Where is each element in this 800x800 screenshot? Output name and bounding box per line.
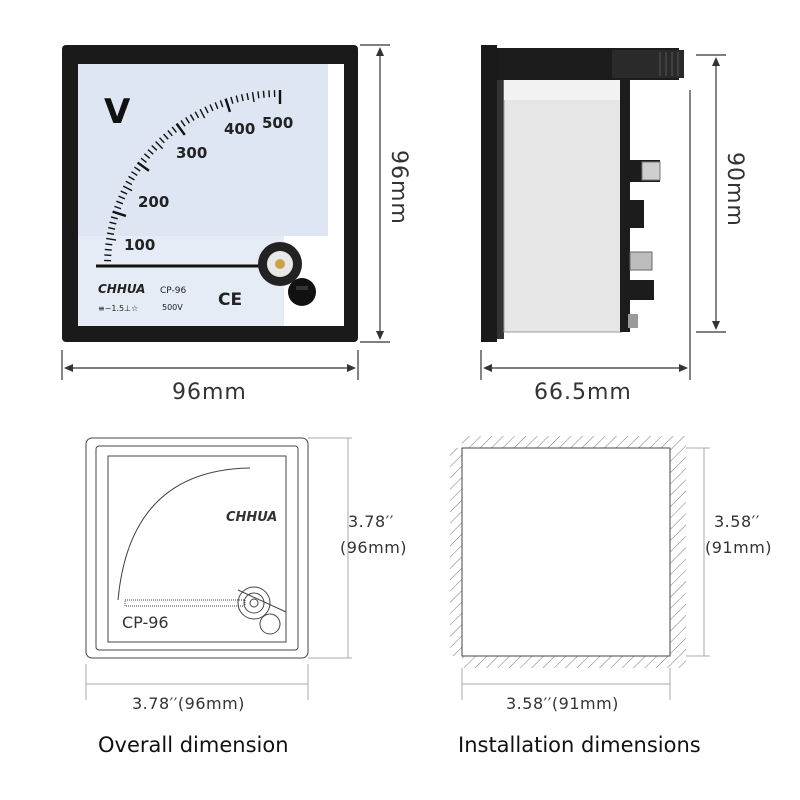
scale-tick (246, 92, 250, 101)
installation-dimension-caption: Installation dimensions (458, 733, 701, 757)
scale-tick (105, 243, 113, 246)
scale-tick (143, 153, 151, 159)
overall-dimension-drawing (85, 437, 352, 700)
scale-tick (120, 190, 128, 195)
scale-tick (163, 133, 169, 140)
front-height-dimension: 96mm (386, 150, 411, 225)
installation-cutout-drawing (450, 436, 710, 700)
scale-tick (155, 141, 164, 150)
scale-tick (125, 180, 133, 186)
side-depth-dimension: 66.5mm (534, 380, 632, 405)
install-height-mm: (91mm) (705, 538, 773, 557)
scale-label-400: 400 (224, 120, 256, 138)
scale-tick (147, 149, 154, 155)
scale-tick (262, 90, 265, 98)
scale-tick (224, 98, 232, 113)
scale-tick (131, 171, 138, 177)
scale-tick (106, 237, 117, 241)
meter-side-view (481, 45, 684, 342)
scale-tick (257, 91, 260, 99)
scale-label-100: 100 (124, 236, 156, 254)
scale-tick (235, 95, 239, 103)
scale-tick (104, 248, 112, 251)
drawing-model-label: CP-96 (122, 613, 169, 632)
install-height-inches: 3.58′′ (714, 512, 760, 531)
scale-tick (109, 221, 117, 225)
meter-front-view (62, 45, 358, 342)
scale-label-200: 200 (138, 193, 170, 211)
scale-tick (112, 210, 127, 218)
scale-tick (106, 232, 115, 236)
scale-tick (136, 161, 150, 172)
side-height-dimension: 90mm (722, 152, 747, 227)
ce-mark: CE (218, 290, 243, 310)
scale-tick (230, 96, 234, 104)
overall-height-inches: 3.78′′ (348, 512, 394, 531)
scale-label-300: 300 (176, 144, 208, 162)
scale-tick (114, 205, 122, 210)
scale-tick (110, 216, 118, 220)
scale-tick (108, 226, 116, 230)
scale-tick (118, 195, 126, 200)
scale-tick (122, 185, 133, 192)
scale-tick (251, 92, 255, 103)
scale-tick (167, 129, 173, 137)
scale-tick (175, 122, 186, 136)
front-width-dimension: 96mm (172, 380, 247, 405)
scale-tick (240, 94, 244, 102)
scale-tick (140, 157, 147, 163)
scale-tick (204, 106, 209, 114)
drawing-brand-logo: CHHUA (226, 510, 278, 525)
side-dimension-lines (480, 54, 726, 380)
scale-tick (180, 120, 186, 127)
scale-tick (128, 175, 135, 181)
scale-tick (185, 117, 191, 124)
scale-tick (159, 137, 165, 144)
unit-label: V (104, 92, 131, 132)
model-label: CP-96 (160, 286, 187, 296)
scale-tick (189, 114, 195, 121)
scale-tick (194, 111, 200, 119)
scale-tick (151, 145, 158, 151)
overall-width-dimension: 3.78′′(96mm) (132, 694, 245, 713)
scale-tick (219, 100, 224, 108)
scale-label-500: 500 (262, 114, 294, 132)
scale-tick (214, 102, 219, 110)
scale-tick (116, 200, 124, 205)
brand-logo: CHHUA (98, 282, 146, 296)
accuracy-symbols: ≡~1.5⊥☆ (98, 304, 139, 313)
scale-tick (134, 166, 141, 172)
voltage-label: 500V (162, 303, 183, 312)
scale-tick (209, 104, 214, 112)
front-dimension-lines (61, 44, 390, 380)
overall-dimension-caption: Overall dimension (98, 733, 289, 757)
install-width-dimension: 3.58′′(91mm) (506, 694, 619, 713)
overall-height-mm: (96mm) (340, 538, 408, 557)
scale-tick (171, 126, 177, 133)
scale-tick (199, 108, 206, 119)
